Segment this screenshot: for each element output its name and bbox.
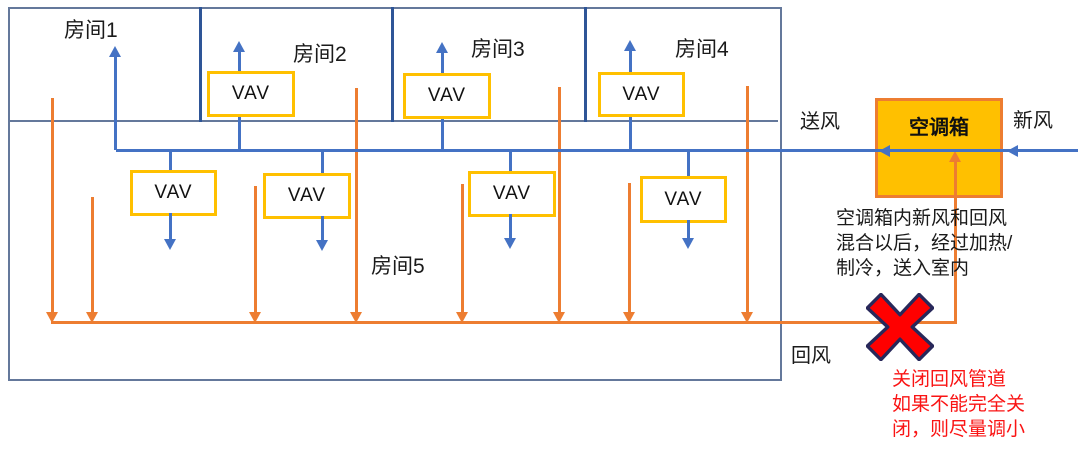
- supply-arrow-up-icon: [624, 40, 636, 51]
- close-return-note: 关闭回风管道 如果不能完全关 闭，则尽量调小: [892, 367, 1025, 442]
- supply-branch-room3: [441, 52, 444, 73]
- vav-box-room2: VAV: [207, 71, 295, 117]
- fresh-air-label: 新风: [1013, 110, 1053, 132]
- vav-label: VAV: [622, 83, 661, 105]
- supply-branch-room5: [509, 214, 512, 239]
- supply-arrow-up-icon: [109, 46, 121, 57]
- room3-label: 房间3: [471, 38, 525, 61]
- close-note-line2: 如果不能完全关: [892, 394, 1026, 415]
- return-arrow-down-icon: [249, 312, 261, 323]
- return-riser: [254, 186, 257, 313]
- room4-label: 房间4: [675, 38, 729, 61]
- return-riser: [628, 183, 631, 313]
- supply-arrow-down-icon: [164, 239, 176, 250]
- vav-box-room3: VAV: [403, 73, 491, 119]
- return-arrow-down-icon: [456, 312, 468, 323]
- return-air-label: 回风: [791, 345, 831, 367]
- vav-box-room5-4: VAV: [640, 176, 727, 223]
- return-duct-to-ahu: [954, 161, 957, 324]
- x-cross-icon: [866, 293, 934, 361]
- supply-branch-room5: [509, 152, 512, 171]
- vav-label: VAV: [231, 83, 271, 104]
- mixing-note-line1: 空调箱内新风和回风: [836, 208, 1008, 229]
- supply-arrow-left-icon: [879, 145, 890, 157]
- return-riser: [91, 197, 94, 313]
- mixing-note-line3: 制冷，送入室内: [836, 258, 970, 279]
- supply-arrow-down-icon: [504, 238, 516, 249]
- supply-branch-room2: [238, 51, 241, 71]
- supply-branch-room5: [321, 152, 324, 173]
- room2-label: 房间2: [293, 43, 347, 66]
- supply-air-label: 送风: [800, 111, 840, 133]
- ahu-label: 空调箱: [909, 117, 969, 139]
- vav-box-room5-2: VAV: [263, 173, 351, 219]
- mixing-note: 空调箱内新风和回风 混合以后，经过加热/ 制冷，送入室内: [836, 206, 1012, 281]
- room5-label: 房间5: [371, 255, 425, 278]
- supply-branch-room5: [321, 216, 324, 241]
- return-arrow-up-icon: [949, 151, 961, 162]
- vav-box-room5-3: VAV: [468, 171, 556, 217]
- fresh-air-arrow-left-icon: [1007, 145, 1018, 157]
- supply-arrow-up-icon: [233, 41, 245, 52]
- vav-label: VAV: [664, 188, 703, 210]
- close-note-line3: 闭，则尽量调小: [892, 419, 1026, 440]
- return-riser: [746, 86, 749, 313]
- supply-arrow-up-icon: [436, 42, 448, 53]
- ahu-box: 空调箱: [875, 98, 1003, 198]
- vav-label: VAV: [427, 85, 467, 106]
- close-note-line1: 关闭回风管道: [892, 369, 1007, 390]
- vav-box-room5-1: VAV: [130, 170, 217, 216]
- vav-label: VAV: [492, 183, 532, 204]
- building-outline: [8, 7, 782, 381]
- return-arrow-down-icon: [741, 312, 753, 323]
- supply-branch-room5: [687, 152, 690, 176]
- supply-branch-room5: [687, 220, 690, 239]
- supply-branch-room2: [238, 113, 241, 150]
- return-arrow-down-icon: [86, 312, 98, 323]
- room1-label: 房间1: [64, 19, 118, 42]
- supply-branch-room5: [169, 152, 172, 170]
- room-divider-1-2: [199, 7, 202, 122]
- return-arrow-down-icon: [46, 312, 58, 323]
- vav-label: VAV: [154, 182, 193, 203]
- return-riser: [355, 88, 358, 313]
- supply-arrow-down-icon: [316, 240, 328, 251]
- return-arrow-down-icon: [350, 312, 362, 323]
- vav-label: VAV: [287, 185, 327, 206]
- return-arrow-down-icon: [553, 312, 565, 323]
- room-divider-3-4: [584, 7, 587, 122]
- supply-branch-room5: [169, 213, 172, 240]
- room-divider-2-3: [391, 7, 394, 122]
- supply-arrow-down-icon: [682, 238, 694, 249]
- supply-duct: [116, 149, 1078, 152]
- mixing-note-line2: 混合以后，经过加热/: [836, 233, 1013, 254]
- return-arrow-down-icon: [623, 312, 635, 323]
- supply-branch-room3: [441, 115, 444, 150]
- vav-box-room4: VAV: [598, 72, 685, 117]
- supply-branch-room1: [114, 56, 117, 150]
- return-main-duct: [51, 321, 957, 324]
- return-riser: [51, 98, 54, 313]
- return-riser: [558, 87, 561, 313]
- supply-branch-room4: [629, 112, 632, 150]
- return-riser: [461, 184, 464, 313]
- supply-branch-room4: [629, 50, 632, 72]
